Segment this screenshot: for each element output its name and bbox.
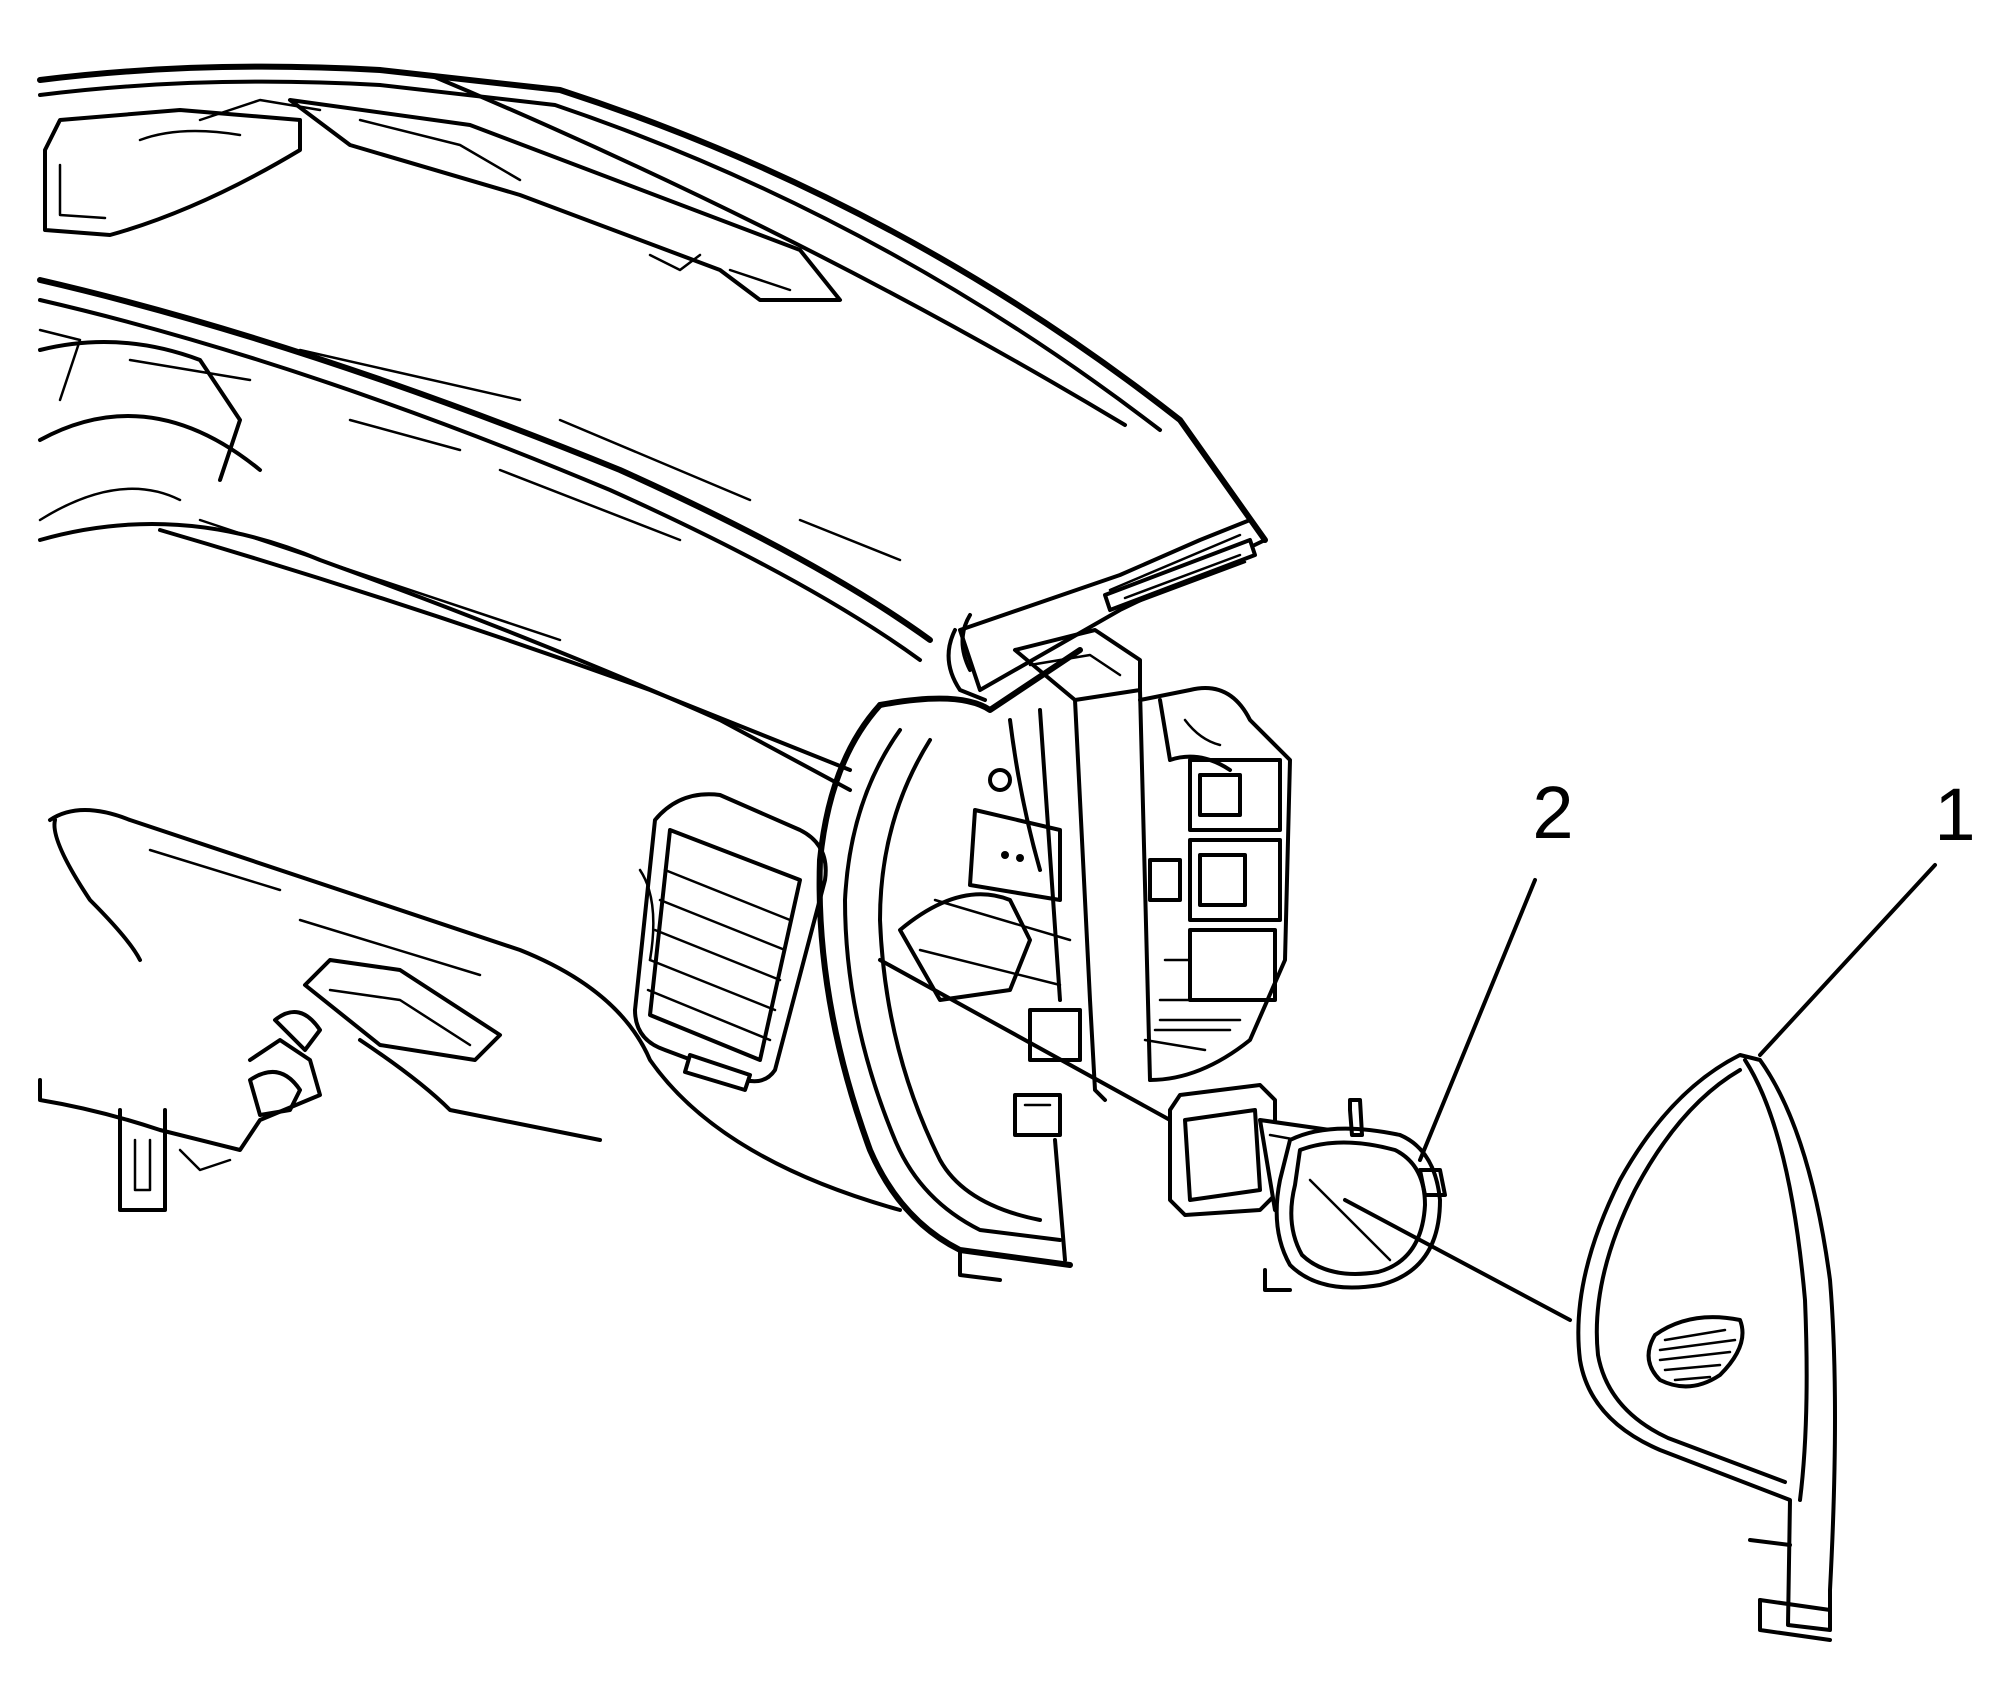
callout-1-label: 1 (1934, 773, 1975, 856)
air-outlet-duct (1168, 1083, 1572, 1322)
instrument-panel-end-structure (816, 518, 1292, 1282)
side-air-vent-housing (633, 792, 828, 1092)
callout-leaders (1418, 863, 1937, 1162)
instrument-panel (37, 63, 1268, 1212)
trim-panel (1576, 1053, 1837, 1642)
callout-2-label: 2 (1532, 771, 1573, 854)
